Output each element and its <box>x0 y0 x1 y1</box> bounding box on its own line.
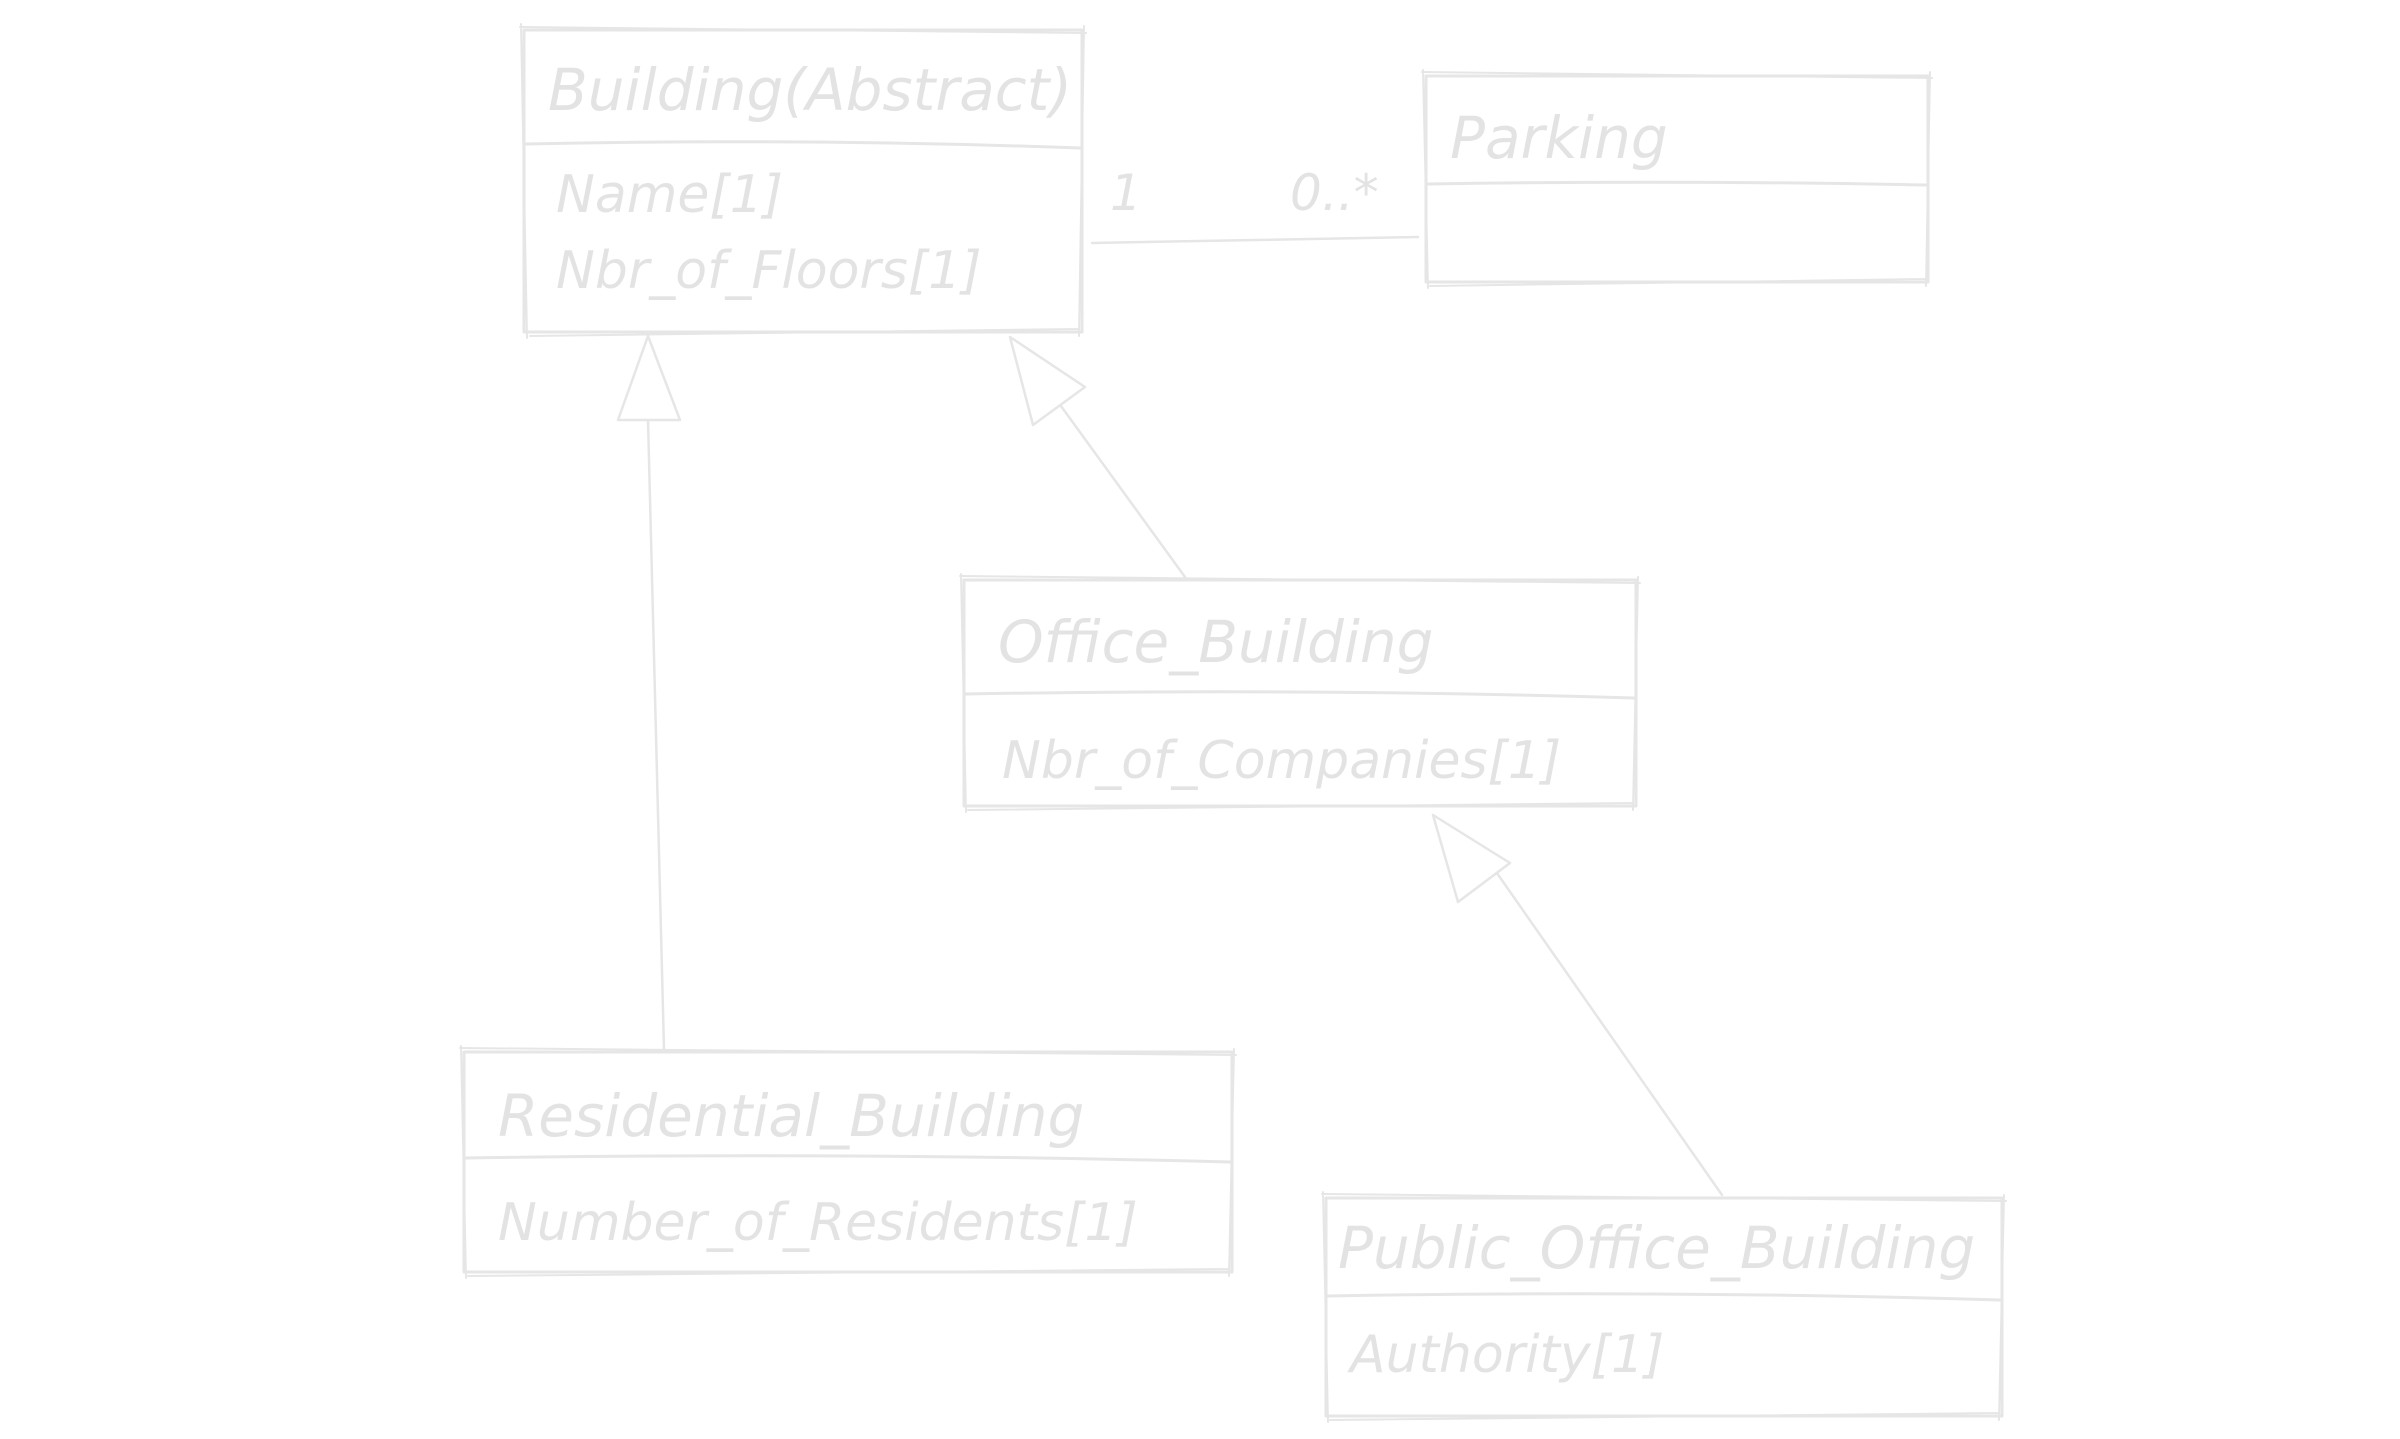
class-residential-building[interactable]: Residential_Building Number_of_Residents… <box>459 1045 1237 1279</box>
sketch-outline <box>959 573 1641 813</box>
class-parking[interactable]: Parking <box>1421 69 1933 289</box>
attribute-name: Name[1] <box>556 165 783 225</box>
generalization-office-to-building <box>1008 335 1187 579</box>
attribute-number-of-residents: Number_of_Residents[1] <box>498 1193 1138 1253</box>
generalization-residential-to-building <box>616 334 682 1052</box>
multiplicity-building-end: 1 <box>1110 164 1142 222</box>
class-office-building[interactable]: Office_Building Nbr_of_Companies[1] <box>959 573 1641 813</box>
sketch-outline <box>459 1045 1237 1279</box>
generalization-line[interactable] <box>1490 864 1724 1197</box>
association-line[interactable] <box>1090 235 1420 245</box>
title-divider <box>964 690 1636 700</box>
class-name: Parking <box>1450 104 1668 172</box>
generalization-public-office-to-office <box>1431 813 1724 1197</box>
class-name: Residential_Building <box>498 1082 1084 1150</box>
title-divider <box>1326 1292 2002 1302</box>
class-building[interactable]: Building(Abstract) Name[1] Nbr_of_Floors… <box>519 23 1087 339</box>
generalization-line[interactable] <box>1043 382 1187 579</box>
sketch-outline <box>1321 1191 2007 1423</box>
association-building-parking: 1 0..* <box>1090 164 1420 245</box>
sketch-outline <box>519 23 1087 339</box>
hollow-triangle-arrowhead <box>616 334 682 422</box>
title-divider <box>464 1154 1232 1164</box>
sketch-outline <box>1421 69 1933 289</box>
hollow-triangle-arrowhead <box>1008 335 1087 427</box>
generalization-line[interactable] <box>646 418 666 1052</box>
class-name: Public_Office_Building <box>1338 1214 1975 1282</box>
multiplicity-parking-end: 0..* <box>1290 164 1379 222</box>
hollow-triangle-arrowhead <box>1431 813 1512 904</box>
class-name: Office_Building <box>998 608 1433 676</box>
attribute-authority: Authority[1] <box>1347 1325 1664 1385</box>
attribute-nbr-of-floors: Nbr_of_Floors[1] <box>556 241 982 301</box>
title-divider <box>1426 180 1928 187</box>
title-divider <box>524 140 1082 150</box>
class-name: Building(Abstract) <box>548 56 1072 124</box>
class-public-office-building[interactable]: Public_Office_Building Authority[1] <box>1321 1191 2007 1423</box>
attribute-nbr-of-companies: Nbr_of_Companies[1] <box>1002 731 1561 791</box>
